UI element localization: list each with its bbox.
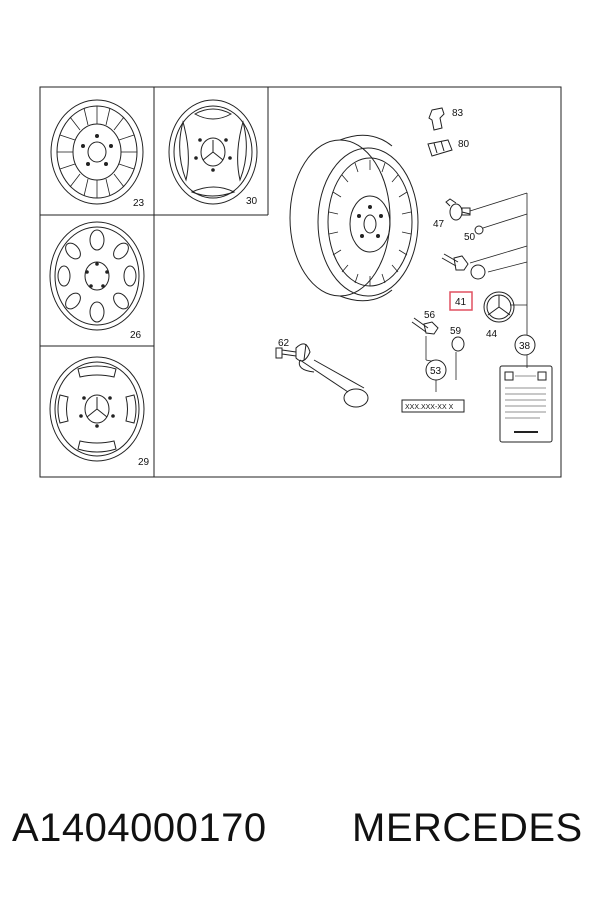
callout-59: 59 <box>450 326 462 337</box>
callout-30: 30 <box>246 196 258 207</box>
wheel-23-drawing <box>50 99 144 205</box>
callout-38: 38 <box>519 341 531 352</box>
callout-83: 83 <box>452 108 464 119</box>
part-56-drawing <box>411 317 439 335</box>
callout-47: 47 <box>433 219 445 230</box>
part-38-label-sheet <box>499 365 553 443</box>
steel-wheel-drawing <box>289 134 419 302</box>
part-47-drawing <box>445 198 471 221</box>
part-62-drawing <box>275 343 369 408</box>
callout-26: 26 <box>130 330 142 341</box>
part-41-drawing <box>441 253 486 280</box>
caption: A1404000170 MERCEDES <box>0 800 600 870</box>
part-number: A1404000170 <box>12 806 267 850</box>
leader-lines <box>469 192 528 368</box>
callout-41-highlight <box>449 291 473 311</box>
callout-44: 44 <box>486 329 498 340</box>
diagram-frame <box>39 86 562 478</box>
callout-80: 80 <box>458 139 470 150</box>
callout-50: 50 <box>464 232 476 243</box>
code-box-text: XXX.XXX-XX X <box>405 404 454 411</box>
parts-diagram: 23 30 <box>39 86 562 478</box>
callout-23: 23 <box>133 198 145 209</box>
callout-29: 29 <box>138 457 150 468</box>
part-44-star-emblem <box>483 291 515 323</box>
wheel-29-drawing <box>49 356 145 462</box>
part-50-drawing <box>474 225 484 235</box>
callout-62: 62 <box>278 338 290 349</box>
callout-53: 53 <box>430 366 442 377</box>
code-box <box>401 399 465 413</box>
part-83-drawing <box>428 107 445 131</box>
callout-41: 41 <box>455 297 467 308</box>
wheel-26-drawing <box>49 221 145 331</box>
wheel-30-drawing <box>168 99 258 205</box>
callout-38-circle <box>514 334 536 356</box>
brand-name: MERCEDES <box>352 806 583 850</box>
callout-53-circle <box>425 359 447 381</box>
part-80-drawing <box>427 139 453 157</box>
part-59-drawing <box>451 336 465 352</box>
callout-56: 56 <box>424 310 436 321</box>
